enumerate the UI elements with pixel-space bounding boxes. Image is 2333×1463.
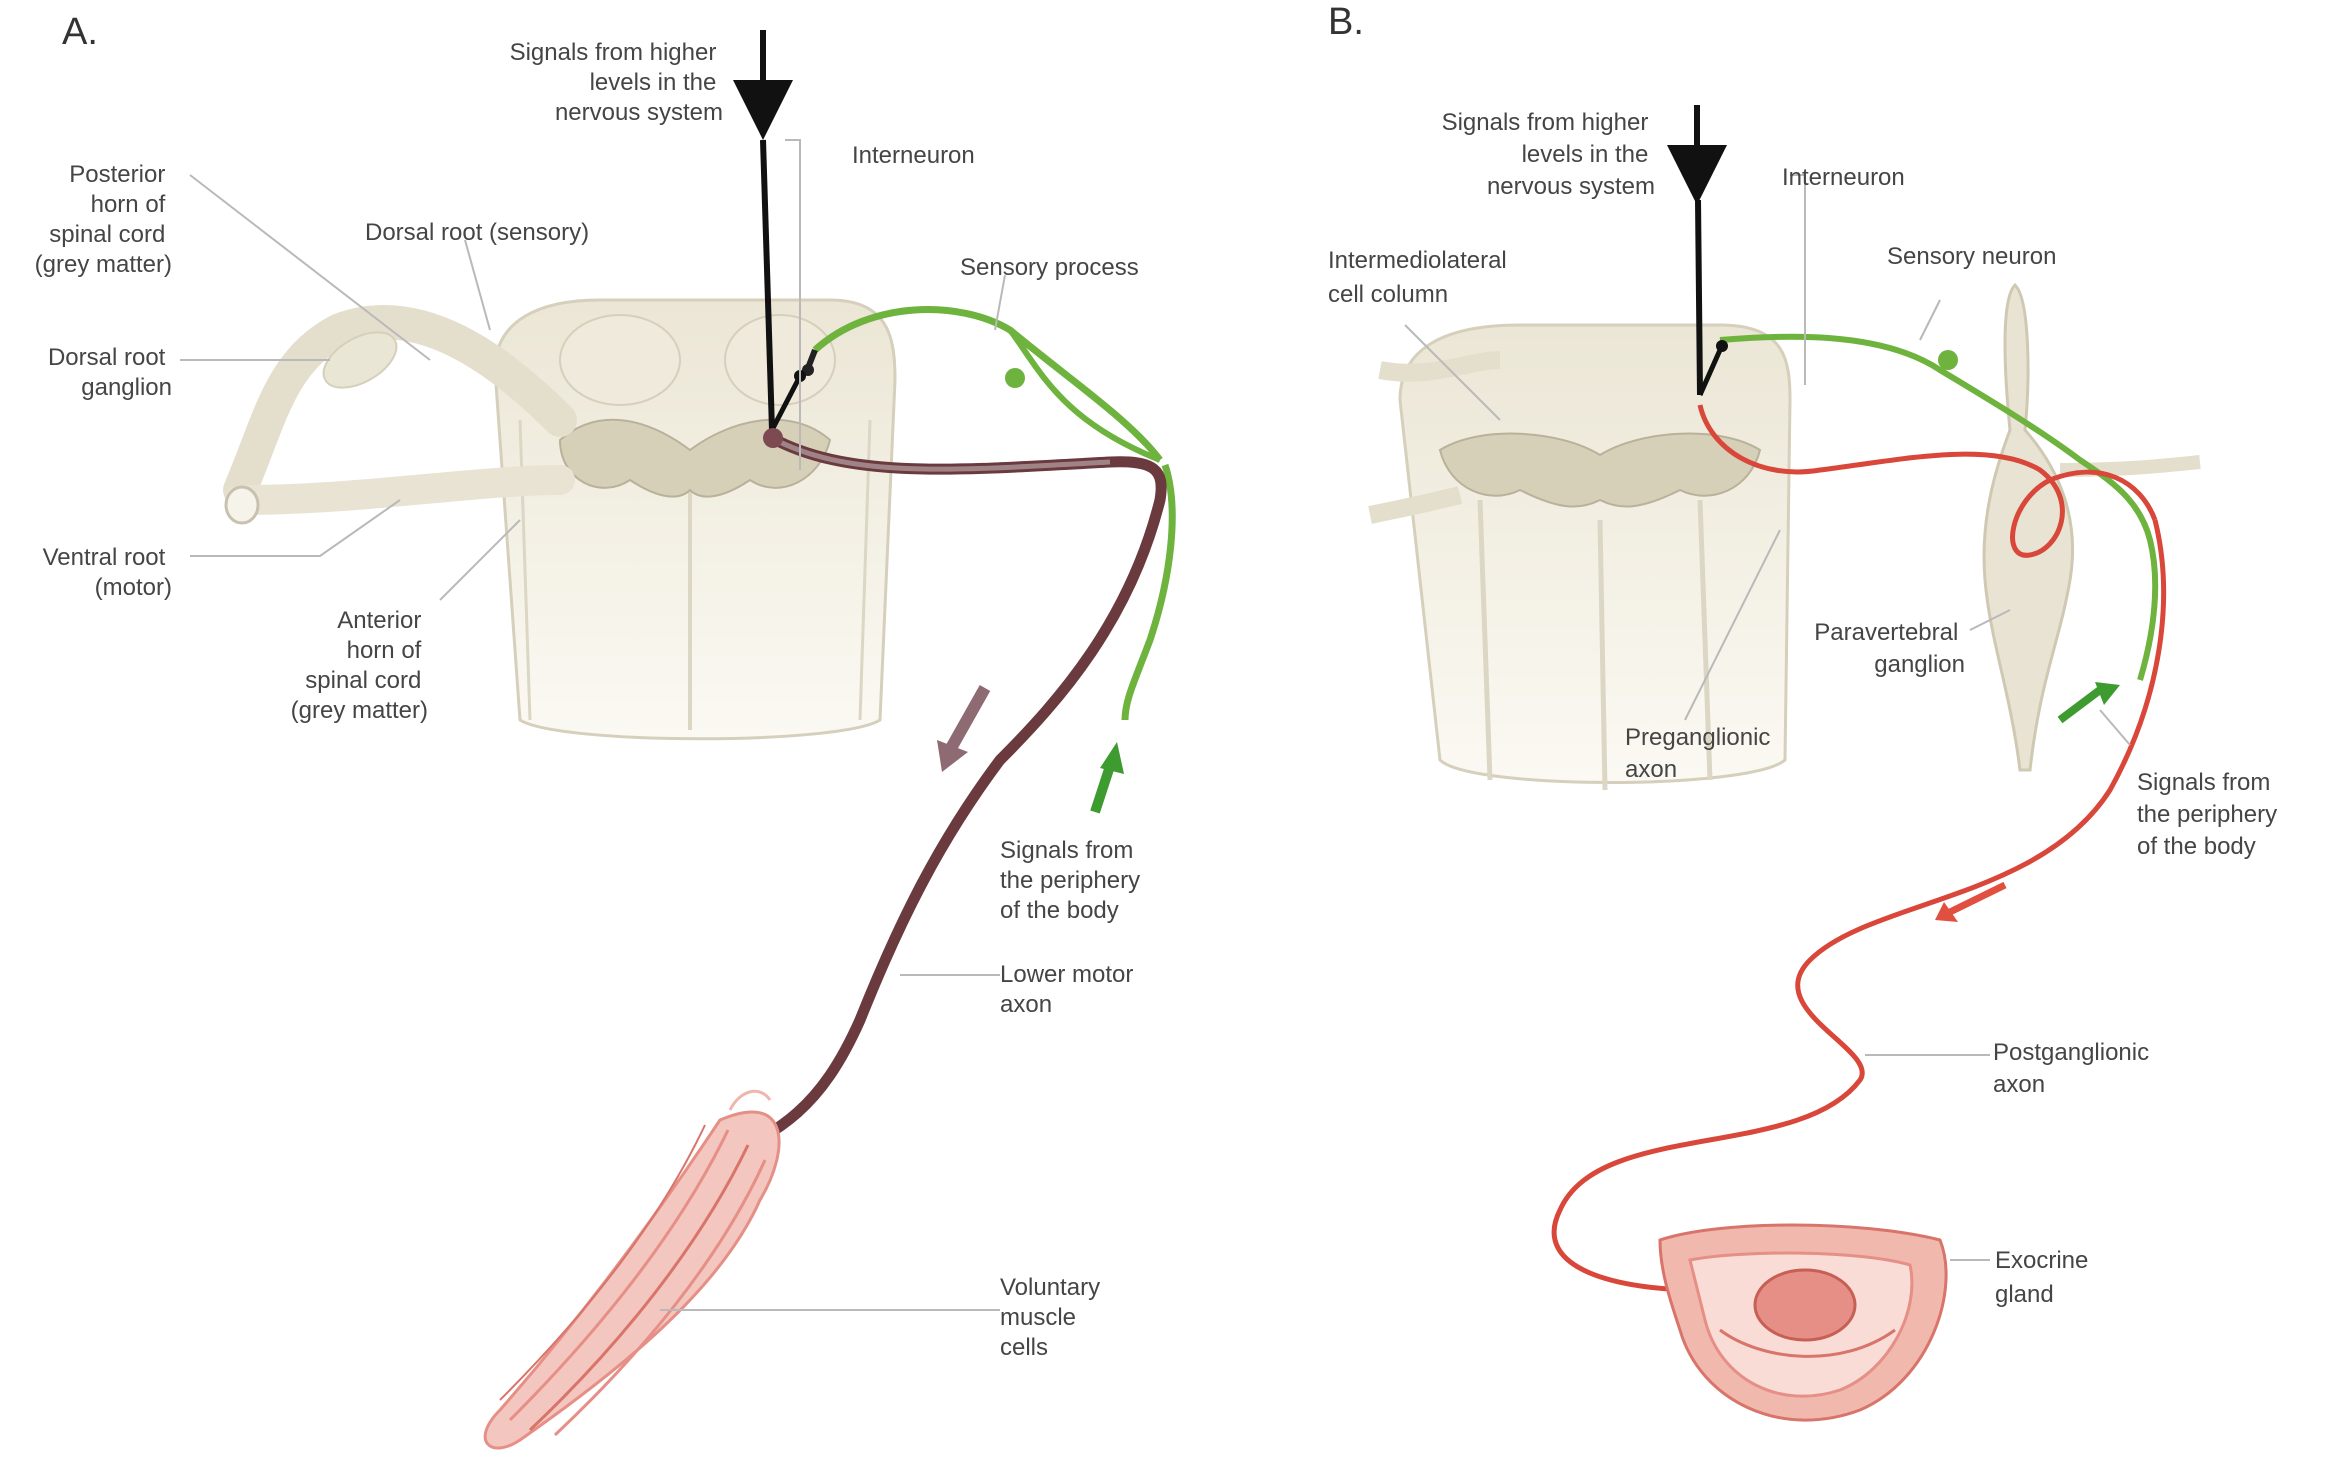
label-voluntary-muscle-a: Voluntary muscle cells [1000, 1274, 1107, 1361]
spinal-cord-b [1370, 325, 1790, 790]
label-intermediolateral-b: Intermediolateral cell column [1328, 247, 1513, 308]
label-signals-higher-a: Signals from higher levels in the nervou… [510, 39, 723, 126]
label-signals-periphery-b: Signals from the periphery of the body [2137, 769, 2284, 860]
label-paravertebral-ganglion-b: Paravertebral ganglion [1814, 619, 1965, 678]
label-lower-motor-axon-a: Lower motor axon [1000, 961, 1140, 1018]
label-interneuron-a: Interneuron [852, 142, 975, 169]
label-sensory-process-a: Sensory process [960, 254, 1139, 281]
label-exocrine-gland-b: Exocrine gland [1995, 1247, 2095, 1308]
panel-b: B. [1328, 1, 2284, 1420]
descending-signal-a [763, 30, 806, 470]
label-interneuron-b: Interneuron [1782, 164, 1905, 191]
label-dorsal-root-ganglion-a: Dorsal root ganglion [48, 344, 172, 401]
label-signals-higher-b: Signals from higher levels in the nervou… [1442, 109, 1655, 200]
label-postganglionic-axon-b: Postganglionic axon [1993, 1039, 2156, 1098]
exocrine-gland-b [1660, 1225, 1946, 1420]
spinal-cord-a [495, 300, 895, 739]
panel-a: A. [35, 11, 1173, 1448]
label-ventral-root-a: Ventral root (motor) [43, 544, 172, 601]
label-posterior-horn-a: Posterior horn of spinal cord (grey matt… [35, 161, 172, 278]
label-sensory-neuron-b: Sensory neuron [1887, 243, 2056, 270]
label-anterior-horn-a: Anterior horn of spinal cord (grey matte… [291, 607, 428, 724]
label-dorsal-root-a: Dorsal root (sensory) [365, 219, 589, 246]
panel-b-letter: B. [1328, 1, 1364, 43]
voluntary-muscle-a [485, 1091, 779, 1448]
panel-a-letter: A. [62, 11, 98, 53]
label-signals-periphery-a: Signals from the periphery of the body [1000, 837, 1147, 924]
